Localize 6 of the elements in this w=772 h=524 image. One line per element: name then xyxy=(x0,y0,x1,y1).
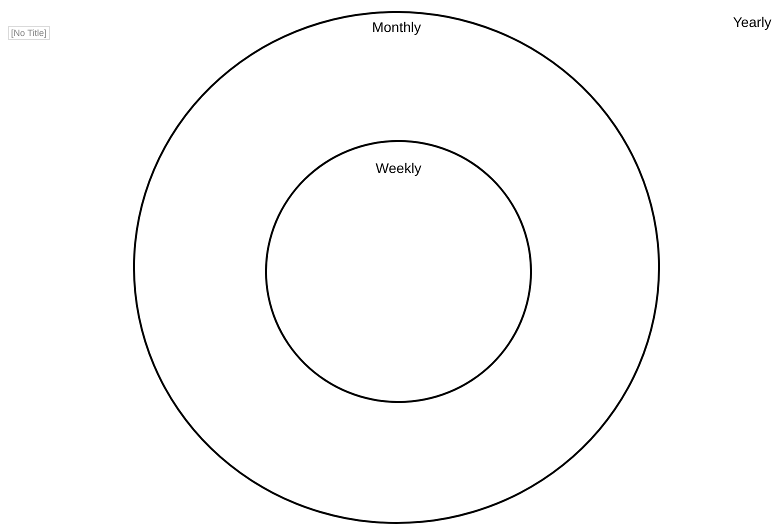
corner-label: Yearly xyxy=(733,14,772,30)
title-field: [No Title] xyxy=(8,26,50,40)
circle xyxy=(265,140,532,403)
circle-label: Weekly xyxy=(376,160,422,176)
circle-label: Monthly xyxy=(372,19,422,35)
circle xyxy=(133,11,660,524)
